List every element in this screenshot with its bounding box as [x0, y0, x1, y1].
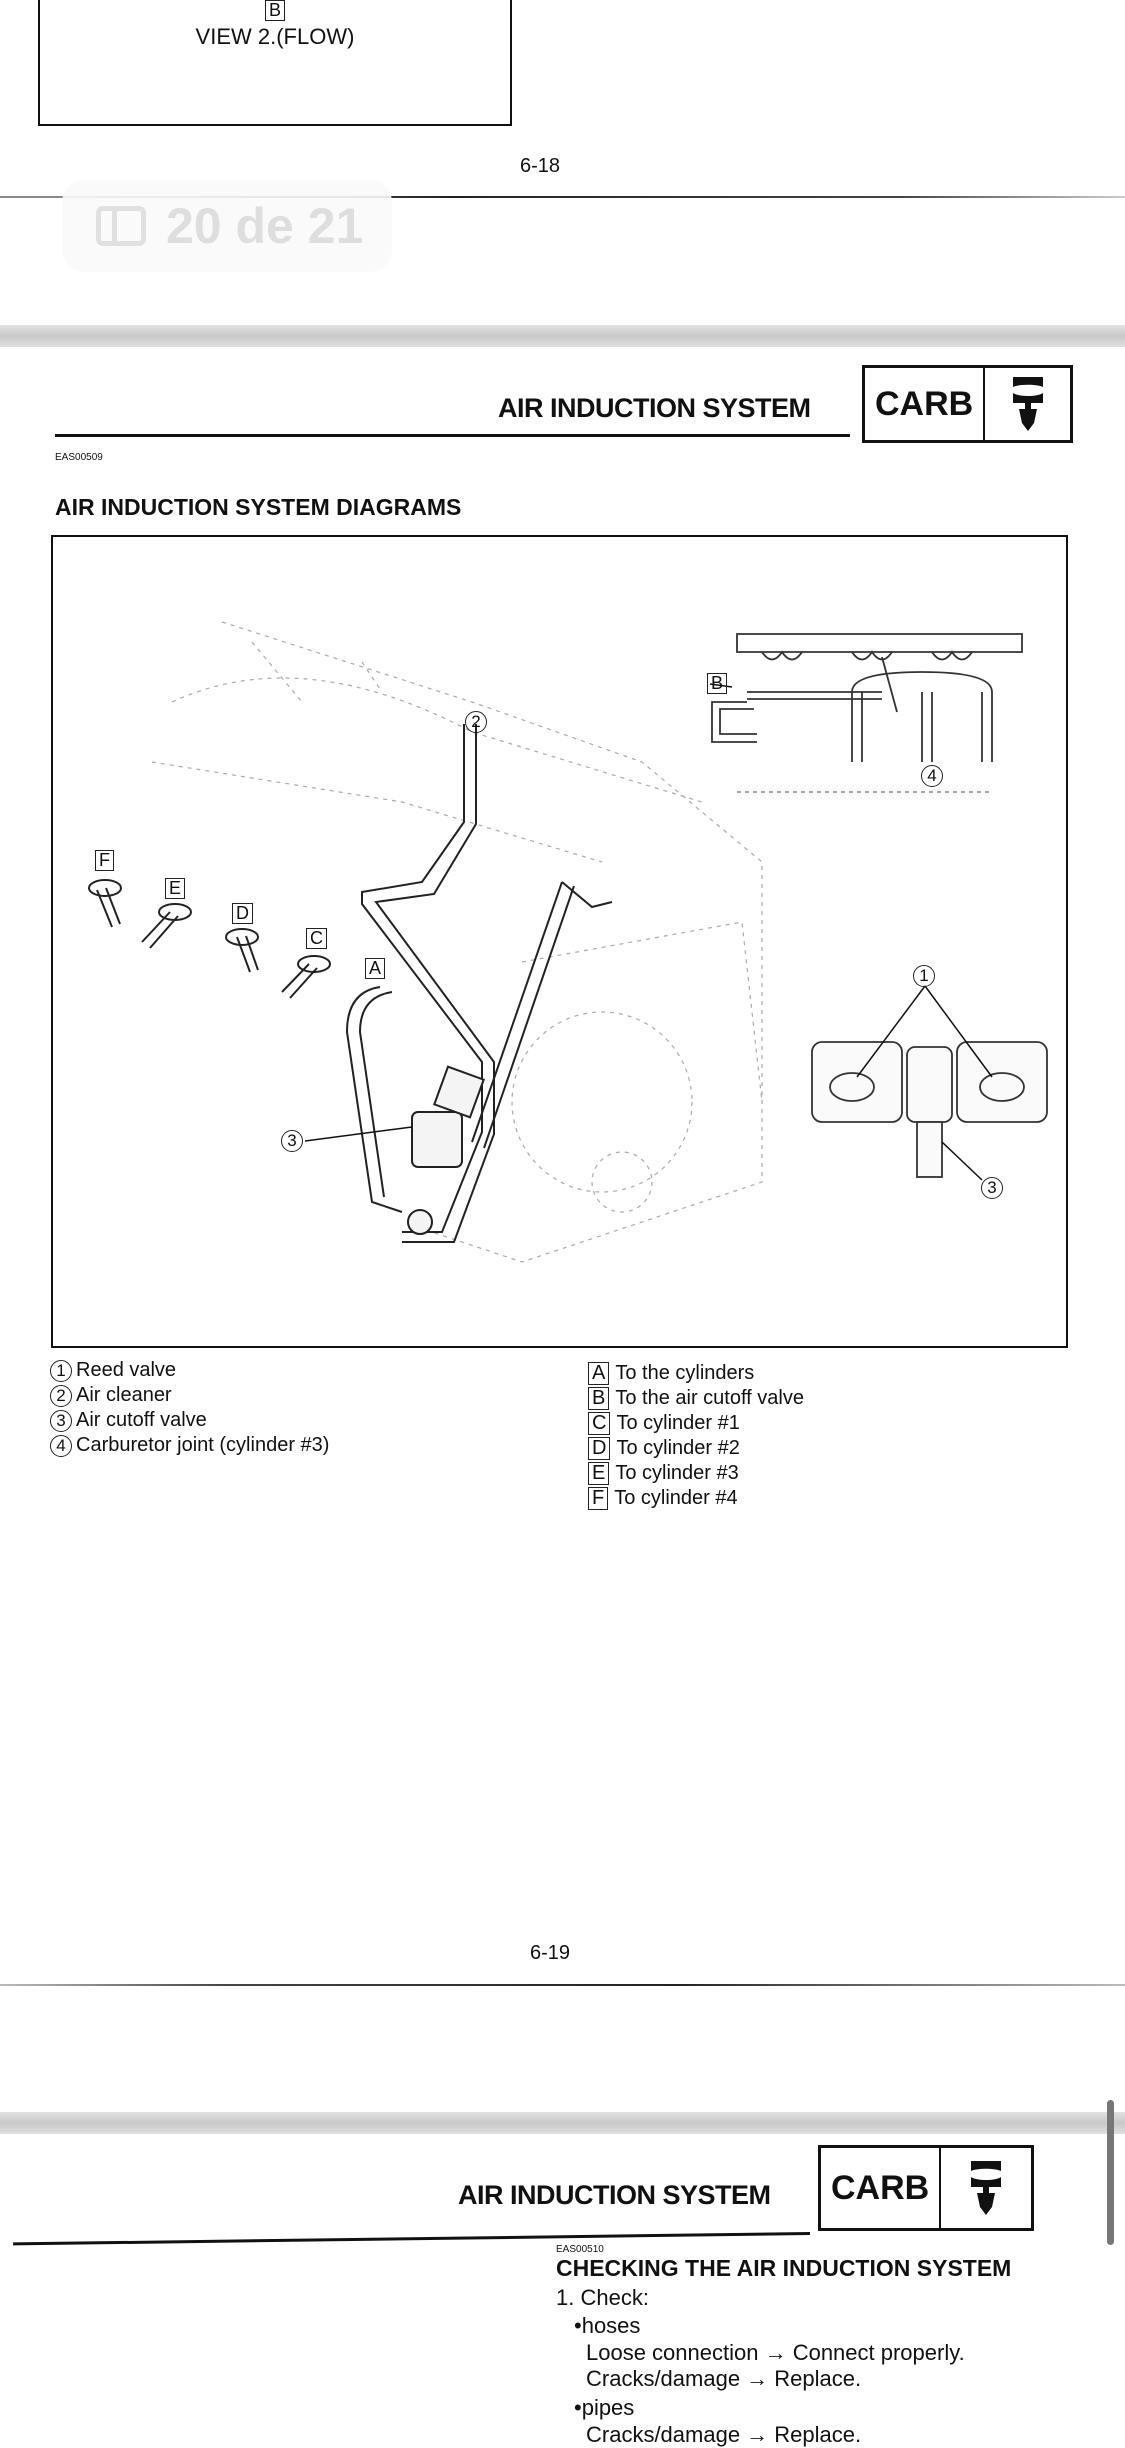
scrollbar[interactable] [1107, 2100, 1114, 2245]
diagram-frame: 2 B 4 F E D C A 1 3 3 [51, 535, 1068, 1348]
section-heading: AIR INDUCTION SYSTEM DIAGRAMS [55, 494, 462, 520]
bullet-pipes: •pipes [574, 2395, 635, 2420]
air-cutoff-valve [407, 1065, 485, 1235]
carburetor-icon [941, 2148, 1031, 2228]
callout-c: C [306, 928, 327, 949]
next-heading: CHECKING THE AIR INDUCTION SYSTEM [556, 2255, 1012, 2281]
callout-2: 2 [465, 711, 487, 733]
page-number-current: 6-19 [530, 1942, 571, 1964]
callout-f: F [95, 850, 114, 871]
pipes-line-1: Cracks/damage → Replace. [586, 2422, 862, 2447]
check-step: 1. Check: [556, 2285, 649, 2310]
engine-outline [151, 621, 763, 1263]
header-title: AIR INDUCTION SYSTEM [498, 393, 811, 423]
hoses-line-2: Cracks/damage → Replace. [586, 2366, 862, 2391]
page-divider [0, 1984, 1125, 1986]
callout-4: 4 [921, 765, 943, 787]
page-gap [0, 325, 1125, 347]
section-badge: CARB [862, 365, 1073, 443]
page-counter[interactable]: 20 de 21 [62, 180, 392, 272]
next-header-rule [13, 2232, 811, 2246]
callout-e: E [165, 878, 186, 899]
section-badge-text: CARB [865, 368, 986, 440]
view-letter-b: B [264, 0, 285, 21]
callout-3-left: 3 [281, 1130, 303, 1152]
sidebar-icon [96, 206, 146, 246]
header-rule [55, 434, 850, 437]
carburetor-icon [985, 368, 1070, 440]
hoses [345, 724, 613, 1243]
callout-d: D [232, 903, 253, 924]
reed-valve-inset [811, 1041, 1048, 1178]
page-counter-text: 20 de 21 [166, 198, 364, 254]
view-label: VIEW 2.(FLOW) [195, 24, 355, 49]
carburetor-rack-inset [711, 633, 1023, 793]
next-header-title: AIR INDUCTION SYSTEM [458, 2180, 771, 2210]
callout-3-right: 3 [981, 1177, 1003, 1199]
section-badge-text: CARB [821, 2148, 942, 2228]
hoses-line-1: Loose connection → Connect properly. [586, 2340, 965, 2365]
next-section-badge: CARB [818, 2145, 1034, 2231]
bullet-hoses: •hoses [574, 2313, 641, 2338]
page-divider [0, 196, 1125, 198]
cylinder-stubs [88, 879, 331, 999]
callout-1: 1 [913, 965, 935, 987]
air-induction-diagram [88, 621, 1048, 1263]
callout-b: B [707, 673, 728, 694]
page-gap [0, 2112, 1125, 2134]
doc-code: EAS00509 [55, 452, 103, 463]
view-2-frame: B VIEW 2.(FLOW) [38, 0, 512, 126]
page-number-prev: 6-18 [520, 155, 561, 177]
callout-a: A [365, 958, 386, 979]
leader-lines [304, 683, 993, 1181]
next-doc-code: EAS00510 [556, 2244, 604, 2255]
